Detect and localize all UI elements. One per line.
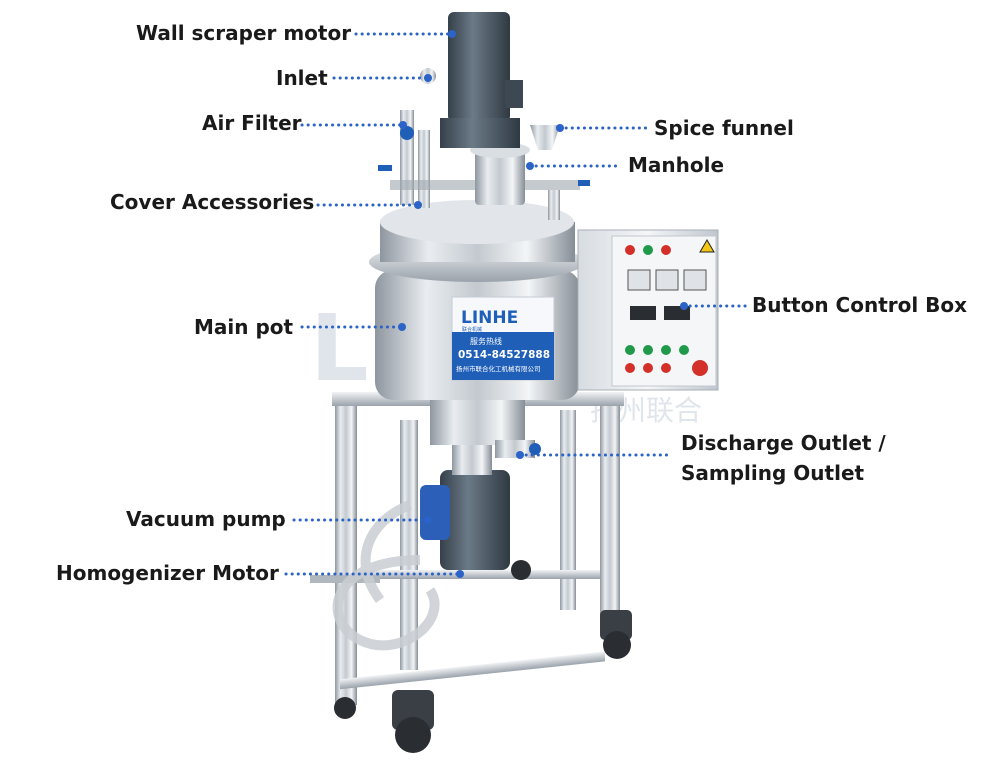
label-wall-scraper-motor: Wall scraper motor <box>136 21 352 45</box>
label-vacuum-pump: Vacuum pump <box>126 507 286 531</box>
label-homogenizer-motor: Homogenizer Motor <box>56 561 279 585</box>
label-inlet: Inlet <box>276 66 328 90</box>
leader-lines <box>284 32 748 576</box>
label-discharge-outlet-line2: Sampling Outlet <box>681 461 865 485</box>
label-button-control-box: Button Control Box <box>752 293 968 317</box>
homogenizer-motor-body <box>420 440 510 570</box>
label-air-filter: Air Filter <box>202 111 302 135</box>
nameplate-hotline-label: 服务热线 <box>470 336 502 346</box>
label-manhole: Manhole <box>628 153 725 177</box>
label-discharge-outlet-line1: Discharge Outlet / <box>681 431 886 455</box>
label-discharge-outlet: Discharge Outlet / Sampling Outlet <box>681 428 886 488</box>
nameplate-brand-sub: 联合机械 <box>462 326 482 333</box>
label-cover-accessories: Cover Accessories <box>110 190 315 214</box>
discharge-valve <box>495 440 541 458</box>
nameplate-brand: LINHE <box>461 308 518 328</box>
label-spice-funnel: Spice funnel <box>654 116 794 140</box>
nameplate: LINHE 联合机械 服务热线 0514-84527888 扬州市联合化工机械有… <box>451 296 555 381</box>
nameplate-company: 扬州市联合化工机械有限公司 <box>456 364 541 373</box>
nameplate-phone: 0514-84527888 <box>458 349 550 361</box>
wall-scraper-motor-body <box>440 12 523 148</box>
lid-accessories <box>378 68 590 220</box>
leader-endpoints <box>398 30 688 578</box>
caster-wheels <box>334 560 632 753</box>
control-box-body <box>577 229 719 391</box>
label-main-pot: Main pot <box>194 315 294 339</box>
